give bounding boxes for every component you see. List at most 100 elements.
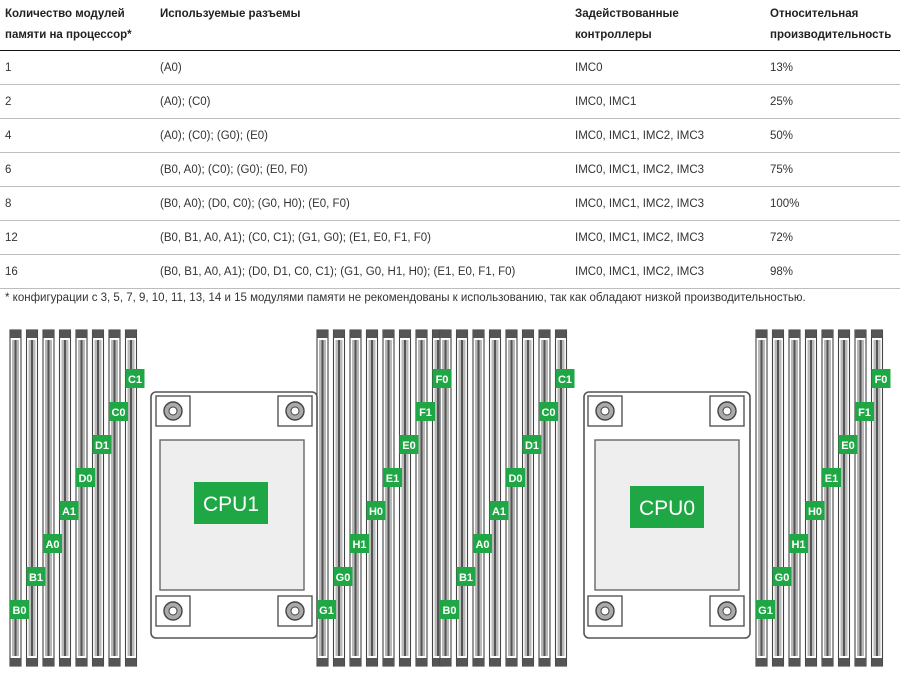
table-row: 16 (B0, B1, A0, A1); (D0, D1, C0, C1); (… xyxy=(0,255,900,289)
slot-label-box xyxy=(440,600,459,619)
table-row: 6 (B0, A0); (C0); (G0); (E0, F0) IMC0, I… xyxy=(0,153,900,187)
slot-label-box xyxy=(26,567,46,586)
slot-label-box xyxy=(522,435,542,454)
slot-label-box xyxy=(822,468,841,487)
cell-controllers: IMC0, IMC1 xyxy=(575,96,637,108)
cell-performance: 98% xyxy=(770,266,794,278)
slot-label: B1 xyxy=(459,572,473,584)
dimm-slot xyxy=(788,329,801,667)
cell-performance: 25% xyxy=(770,96,794,108)
dimm-slot xyxy=(365,329,379,667)
slot-label: G1 xyxy=(758,605,773,617)
cell-controllers: IMC0, IMC1, IMC2, IMC3 xyxy=(575,232,705,244)
cell-performance: 13% xyxy=(770,62,794,74)
dimm-slot xyxy=(771,329,785,667)
dimm-slot xyxy=(439,329,452,667)
slot-label-box xyxy=(399,435,419,454)
cpu1-socket: CPU1 xyxy=(150,391,318,639)
slot-label: E0 xyxy=(841,440,854,452)
dimm-slot xyxy=(554,329,568,667)
cpu1-mount-screw xyxy=(155,395,191,427)
dimm-slot xyxy=(870,329,884,667)
table-row: 1 (A0) IMC0 13% xyxy=(0,51,900,85)
cell-module-count: 2 xyxy=(5,96,12,108)
slot-label: G1 xyxy=(319,605,334,617)
slot-labels: B0B1A0A1D0D1C0C1G1G0H1H0E1E0F1F0B0B1A0A1… xyxy=(10,369,891,619)
slot-label-box xyxy=(432,369,452,388)
slot-label: D0 xyxy=(78,473,92,485)
dimm-slot xyxy=(42,329,55,667)
cell-performance: 50% xyxy=(770,130,794,142)
dimm-slot xyxy=(488,329,502,667)
cell-controllers: IMC0, IMC1, IMC2, IMC3 xyxy=(575,266,705,278)
table-row: 8 (B0, A0); (D0, C0); (G0, H0); (E0, F0)… xyxy=(0,187,900,221)
slot-label: B0 xyxy=(12,605,26,617)
slot-label: E0 xyxy=(402,440,415,452)
cell-controllers: IMC0, IMC1, IMC2, IMC3 xyxy=(575,198,705,210)
dimm-slot xyxy=(9,329,22,667)
slot-label: H1 xyxy=(791,539,805,551)
slot-label: B0 xyxy=(442,605,456,617)
cell-controllers: IMC0, IMC1, IMC2, IMC3 xyxy=(575,164,705,176)
cpu1-mount-screw xyxy=(155,595,191,627)
slot-label-box xyxy=(555,369,575,388)
cpu1-mount-screw xyxy=(277,395,313,427)
slot-label-box xyxy=(871,369,891,388)
cell-controllers: IMC0, IMC1, IMC2, IMC3 xyxy=(575,130,705,142)
cell-module-count: 12 xyxy=(5,232,18,244)
slot-label-box xyxy=(92,435,112,454)
slot-label: D0 xyxy=(508,473,522,485)
col-header-performance: Относительная производительность xyxy=(770,8,892,41)
slot-label-box xyxy=(366,501,386,520)
dimm-slot xyxy=(108,329,121,667)
slot-label: C1 xyxy=(128,374,142,386)
dimm-slot xyxy=(804,329,818,667)
cell-performance: 100% xyxy=(770,198,800,210)
footnote: * конфигурации с 3, 5, 7, 9, 10, 11, 13,… xyxy=(5,292,806,304)
cpu0-label-box xyxy=(630,486,704,528)
dimm-slot xyxy=(505,329,518,667)
cpu0-mount-screw xyxy=(709,395,745,427)
slot-label: C0 xyxy=(111,407,125,419)
cell-performance: 75% xyxy=(770,164,794,176)
table-row: 4 (A0); (C0); (G0); (E0) IMC0, IMC1, IMC… xyxy=(0,119,900,153)
cell-module-count: 1 xyxy=(5,62,12,74)
dimm-slot xyxy=(472,329,485,667)
cell-module-count: 6 xyxy=(5,164,12,176)
cpu1-mount-screw xyxy=(277,595,313,627)
slot-label: B1 xyxy=(29,572,43,584)
cpu0-mount-screw xyxy=(587,595,623,627)
slot-label: D1 xyxy=(95,440,109,452)
slot-label: H0 xyxy=(808,506,822,518)
dimm-slot xyxy=(349,329,362,667)
cell-module-count: 16 xyxy=(5,266,18,278)
cpu0-mount-screw xyxy=(587,395,623,427)
cell-module-count: 4 xyxy=(5,130,12,142)
slot-label-box xyxy=(350,534,369,553)
cpu0-socket: CPU0 xyxy=(583,391,751,639)
slot-label-box xyxy=(838,435,858,454)
dimm-slot xyxy=(332,329,346,667)
cell-slots: (B0, B1, A0, A1); (C0, C1); (G1, G0); (E… xyxy=(160,232,431,244)
slot-label-box xyxy=(76,468,95,487)
dimm-slot xyxy=(455,329,469,667)
slot-label-box xyxy=(789,534,808,553)
slot-label-box xyxy=(489,501,509,520)
table-row: 2 (A0); (C0) IMC0, IMC1 25% xyxy=(0,85,900,119)
col-header-module-count: Количество модулей памяти на процессор* xyxy=(5,8,132,41)
slot-label-box xyxy=(506,468,525,487)
slot-label: H1 xyxy=(352,539,366,551)
cpu0-label: CPU0 xyxy=(639,497,695,520)
slot-label: F0 xyxy=(436,374,449,386)
dimm-slot xyxy=(25,329,39,667)
slot-label-box xyxy=(43,534,62,553)
slot-label: D1 xyxy=(525,440,539,452)
dimm-slots xyxy=(9,329,884,667)
motherboard-diagram: CPU1 CPU0 B0B1A0A1D0D1C0C1G1G0H1H0E1E0F1… xyxy=(9,329,891,667)
cpu1-label: CPU1 xyxy=(203,493,259,516)
slot-label: A0 xyxy=(475,539,489,551)
slot-label: F0 xyxy=(875,374,888,386)
dimm-slot xyxy=(398,329,412,667)
slot-label: C0 xyxy=(541,407,555,419)
dimm-slot xyxy=(431,329,445,667)
